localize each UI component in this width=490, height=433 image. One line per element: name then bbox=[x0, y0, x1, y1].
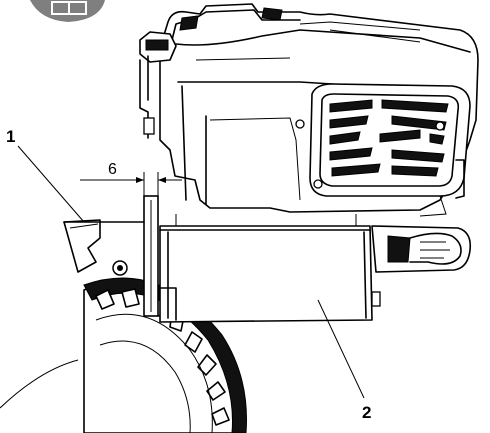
callout-label-2: 2 bbox=[362, 403, 371, 422]
handle-grip bbox=[371, 225, 472, 273]
corner-badge-icon bbox=[30, 0, 105, 22]
callout-2: 2 bbox=[317, 299, 371, 422]
mower-deck bbox=[0, 219, 128, 409]
callout-1: 1 bbox=[6, 127, 85, 223]
fuel-cap bbox=[139, 31, 177, 139]
dimension-value: 6 bbox=[108, 161, 117, 178]
callout-label-1: 1 bbox=[6, 127, 15, 146]
vent-slots bbox=[329, 99, 449, 177]
deck-housing-box bbox=[159, 214, 381, 323]
clearance-plate bbox=[63, 195, 159, 317]
engine-vent-cover bbox=[309, 83, 471, 197]
dimension-marker: 6 bbox=[80, 161, 182, 200]
engine-side-parts bbox=[419, 159, 465, 217]
